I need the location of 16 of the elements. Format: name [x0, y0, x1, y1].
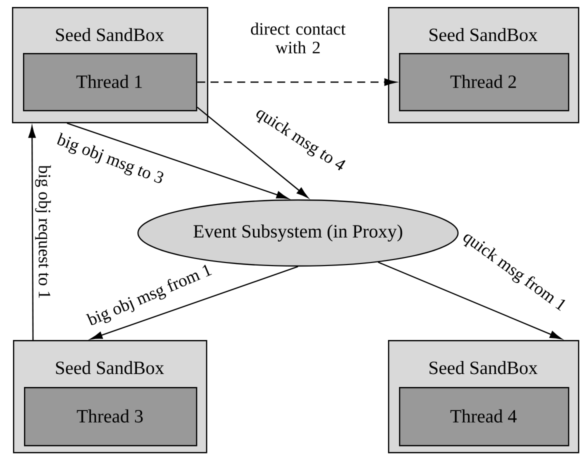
thread-box: Thread 4: [399, 387, 570, 446]
thread-box: Thread 3: [24, 387, 198, 446]
thread-box: Thread 2: [399, 53, 570, 112]
edge-label: big obj request to 1: [35, 165, 51, 298]
arrow: [196, 106, 308, 198]
thread-box: Thread 1: [23, 53, 198, 112]
arrow: [90, 266, 298, 340]
edge-label: big obj msg from 1: [86, 264, 212, 326]
arrow: [197, 78, 396, 86]
arrow: [28, 126, 36, 340]
edge-label: quick msg to 4: [256, 110, 346, 170]
edge-label: direct contact with 2: [251, 22, 346, 54]
edge-label: quick msg from 1: [464, 234, 566, 311]
edge-label: big obj msg to 3: [57, 132, 164, 183]
arrow: [378, 262, 562, 340]
arrow: [66, 122, 288, 199]
